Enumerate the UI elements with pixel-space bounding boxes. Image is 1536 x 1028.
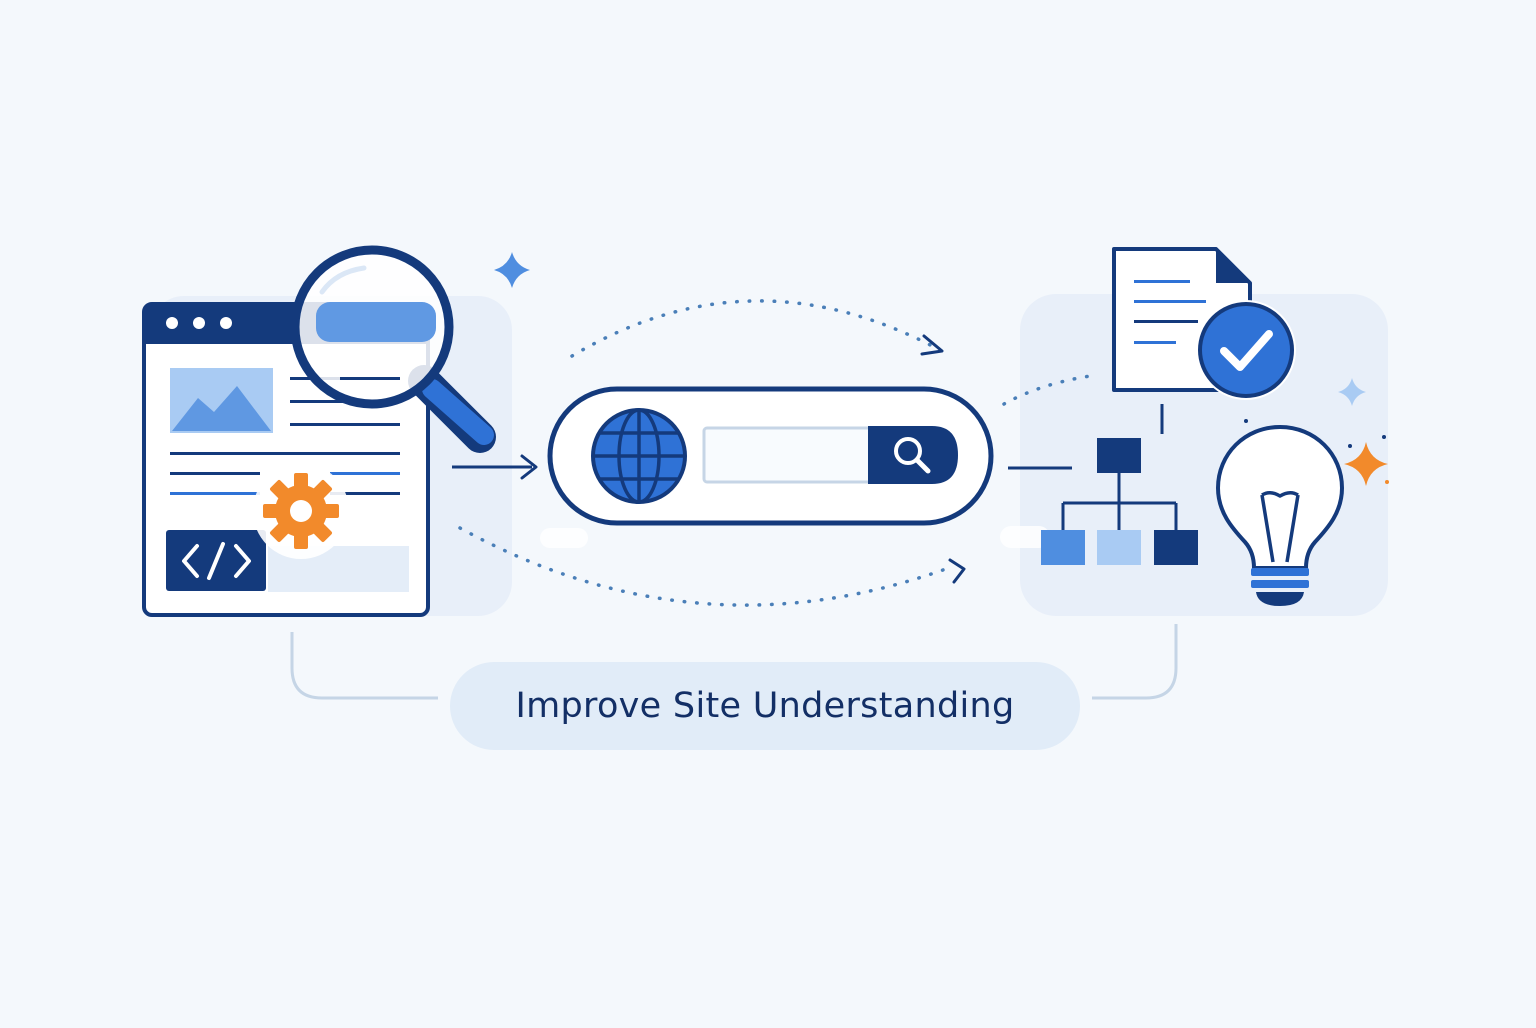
sparkle-dot (1244, 419, 1248, 423)
gear-icon (253, 463, 349, 559)
faint-highlight (540, 528, 588, 548)
sparkle-icon-orange (1344, 442, 1388, 486)
sparkle-dot (1348, 444, 1352, 448)
lightbulb-icon (1215, 424, 1345, 606)
caption-connector-right (1092, 624, 1178, 700)
sparkle-icon-small (1338, 378, 1366, 406)
flow-arrow-dotted-bottom (458, 526, 966, 607)
hierarchy-tree-icon (1041, 438, 1198, 565)
sparkle-dot (1382, 435, 1386, 439)
caption-text: Improve Site Understanding (515, 686, 1015, 726)
caption-connector-left (290, 632, 438, 700)
flow-arrow-dotted-top (570, 299, 944, 358)
globe-icon (591, 408, 687, 504)
code-brackets-icon (166, 530, 266, 591)
flow-arrow-straight (452, 454, 538, 480)
sparkle-dot (1385, 480, 1389, 484)
search-icon (894, 437, 931, 474)
caption-pill: Improve Site Understanding (450, 662, 1080, 750)
faint-highlight-right (1000, 526, 1050, 548)
checkmark-badge-icon (1196, 300, 1296, 400)
magnifying-glass-icon (290, 245, 496, 453)
sparkle-icon (494, 252, 530, 288)
